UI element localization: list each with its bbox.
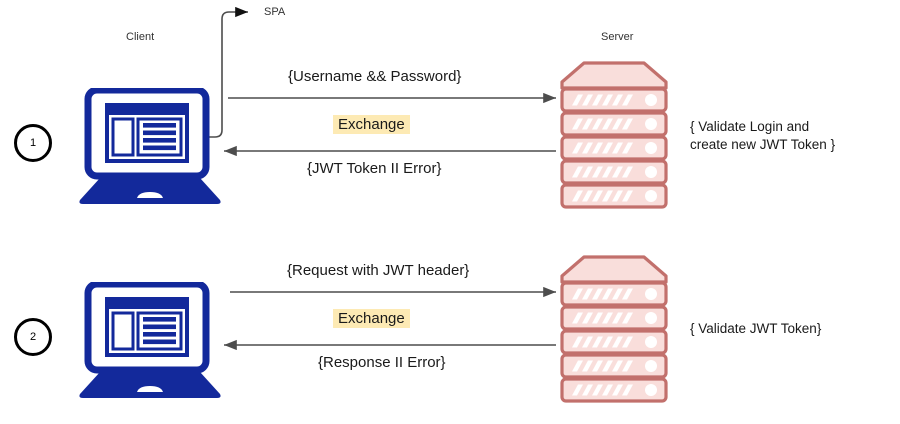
step-number-text: 1 bbox=[29, 137, 37, 149]
step2-request-label: {Request with JWT header} bbox=[287, 262, 470, 279]
step1-server-note: { Validate Login and create new JWT Toke… bbox=[690, 118, 835, 154]
server-icon-2 bbox=[558, 254, 670, 409]
step1-server-note-line2: create new JWT Token } bbox=[690, 137, 836, 153]
step2-response-label: {Response II Error} bbox=[318, 354, 446, 371]
step2-exchange-label: Exchange bbox=[333, 309, 410, 328]
step1-server-note-line1: { Validate Login and bbox=[690, 119, 810, 134]
step1-request-label: {Username && Password} bbox=[288, 68, 462, 85]
spa-label: SPA bbox=[264, 6, 286, 18]
step2-server-note-line1: { Validate JWT Token} bbox=[690, 321, 822, 336]
step-number-text: 2 bbox=[29, 331, 37, 343]
step-number-badge-1: 1 bbox=[14, 124, 52, 162]
server-icon-1 bbox=[558, 60, 670, 215]
step-number-badge-2: 2 bbox=[14, 318, 52, 356]
client-laptop-icon-2 bbox=[74, 280, 226, 405]
step1-response-label: {JWT Token II Error} bbox=[307, 160, 442, 177]
server-label: Server bbox=[601, 31, 634, 43]
client-label: Client bbox=[126, 31, 155, 43]
client-laptop-icon-1 bbox=[74, 86, 226, 211]
step1-exchange-label: Exchange bbox=[333, 115, 410, 134]
step2-server-note: { Validate JWT Token} bbox=[690, 320, 821, 338]
